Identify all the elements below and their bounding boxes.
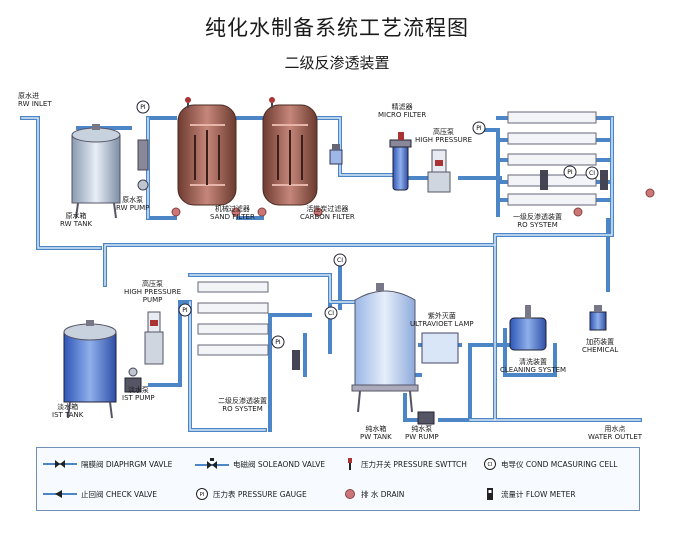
svg-text:PI: PI: [476, 125, 482, 132]
legend-item: CI 电导仪 COND MCASURING CELL: [483, 458, 617, 470]
check-valve-icon: [43, 488, 77, 500]
sand-filter: [171, 97, 241, 217]
svg-text:PI: PI: [140, 104, 146, 111]
rw-pump: [137, 139, 149, 191]
pi-gauge-2: PI: [472, 121, 486, 135]
legend-item: 排 水 DRAIN: [343, 488, 404, 500]
chemical-dosing: [589, 305, 607, 331]
cleaning-system: [509, 305, 547, 351]
uv-lamp: [421, 332, 459, 364]
legend-item: 流量计 FLOW METER: [483, 488, 576, 500]
svg-text:PI: PI: [200, 492, 205, 498]
pi-gauge-3: PI: [563, 165, 577, 179]
instrument-tags: PI PI PI CI PI PI CI CI: [136, 100, 599, 349]
ist-pump: [124, 367, 142, 393]
svg-text:PI: PI: [182, 307, 188, 314]
svg-text:CI: CI: [589, 170, 595, 177]
ist-tank: [63, 320, 117, 419]
rw-tank: [71, 124, 121, 219]
drain-icon: [343, 488, 357, 500]
pi-gauge-1: PI: [136, 100, 150, 114]
legend-item: 止回阀 CHECK VALVE: [43, 488, 157, 500]
pressure-gauge-icon: PI: [195, 488, 209, 500]
ro-system-2: [197, 281, 300, 370]
svg-text:CI: CI: [328, 310, 334, 317]
ci-cell-3: CI: [324, 306, 338, 320]
ci-cell-2: CI: [333, 253, 347, 267]
diagram-title: 纯化水制备系统工艺流程图: [205, 16, 469, 40]
high-pressure-pump-2: [144, 311, 164, 365]
pw-pump: [417, 411, 435, 425]
legend-item: 电磁阀 SOLEAOND VALVE: [195, 458, 325, 470]
legend: 隔膜阀 DIAPHRGM VAVLE 电磁阀 SOLEAOND VALVE 压力…: [36, 447, 640, 511]
micro-filter: [389, 132, 412, 191]
diagram-subtitle: 二级反渗透装置: [284, 54, 390, 72]
diaphragm-valve-icon: [43, 458, 77, 470]
pw-tank: [351, 283, 419, 413]
svg-text:CI: CI: [337, 257, 343, 264]
high-pressure-pump-1: [427, 149, 451, 193]
ci-cell-1: CI: [585, 166, 599, 180]
pressure-switch-icon: [343, 458, 357, 470]
legend-item: PI 压力表 PRESSURE GAUGE: [195, 488, 307, 500]
legend-item: 隔膜阀 DIAPHRGM VAVLE: [43, 458, 172, 470]
pi-gauge-4: PI: [178, 303, 192, 317]
svg-text:PI: PI: [275, 339, 281, 346]
carbon-filter: [257, 97, 323, 217]
pi-gauge-5: PI: [271, 335, 285, 349]
conductivity-cell-icon: CI: [483, 458, 497, 470]
solenoid-valve-icon: [195, 458, 229, 470]
flow-meter-icon: [483, 488, 497, 500]
svg-text:PI: PI: [567, 169, 573, 176]
dosing-box: [329, 144, 343, 165]
ro-system-1: [507, 111, 655, 217]
svg-text:CI: CI: [488, 462, 493, 468]
legend-item: 压力开关 PRESSURE SWTTCH: [343, 458, 467, 470]
